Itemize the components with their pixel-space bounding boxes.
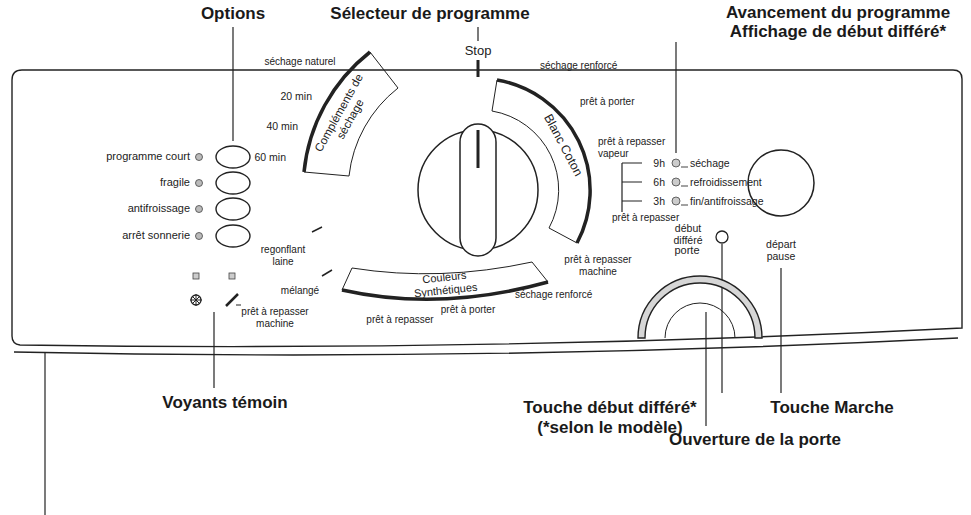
panel-lip [14,338,958,355]
leader-line [232,27,233,141]
dial-position: prêt à repasser [366,314,433,326]
dial-position: prêt à repasser machine [560,254,636,277]
dial-tick [312,227,322,232]
dial-position: séchage renforcé [540,60,617,72]
indicator-lights [190,273,241,306]
program-dial [304,52,590,299]
callout-title: (*selon le modèle) [537,418,682,438]
led-tick [681,167,688,205]
option-button [216,172,250,194]
dial-position: prêt à repasser machine [237,306,313,329]
leader-line [780,268,781,393]
callout-title: Ouverture de la porte [669,430,841,450]
leader-line [721,244,722,393]
filter-icon [226,294,238,306]
leader-line [213,312,214,388]
option-label: arrêt sonnerie [122,229,190,242]
leader-line [705,312,706,426]
leader-line [44,352,45,515]
dial-position: séchage naturel [264,56,335,68]
dial-position: Stop [465,44,492,59]
button-label: début différé [663,222,713,246]
progress-step: 9h [653,157,665,169]
option-label: antifroissage [128,202,190,215]
dial-position: 40 min [266,120,298,132]
drum-icon [191,295,201,305]
delay-led [716,231,728,243]
panel-housing [12,70,962,355]
callout-title: Sélecteur de programme [330,4,529,24]
leader-line [477,27,478,41]
progress-led [672,159,680,167]
progress-step: séchage [690,157,730,169]
dial-position: prêt à repasser [612,212,679,224]
option-button [216,198,250,220]
dial-position: séchage renforcé [515,289,592,301]
leader-line [675,42,676,153]
program-group: Compléments de séchage [312,70,379,162]
led [196,233,203,240]
dial-position: regonflant laine [256,244,311,267]
button-label: départ pause [756,238,806,262]
dial-position: mélangé [281,285,319,297]
dial-position: prêt à porter [441,304,495,316]
dial-knob [460,124,496,256]
progress-led [672,197,680,205]
dial-pointer [477,130,480,168]
progress-display [622,150,814,243]
bracket [622,163,642,212]
progress-step: 3h [653,195,665,207]
dial-tick [322,270,332,276]
option-buttons [196,146,251,247]
dial-position: 60 min [254,151,286,163]
option-button [216,146,250,168]
dial-band [304,52,398,176]
option-label: fragile [160,176,190,189]
progress-led [672,178,680,186]
filter-icon [236,305,241,306]
progress-step: 6h [653,176,665,188]
led [196,180,203,187]
callout-title: Voyants témoin [162,393,287,413]
door-handle [638,276,762,338]
led [196,154,203,161]
dial-position: 20 min [280,90,312,102]
callout-title: Affichage de début différé* [730,22,946,42]
callout-title: Avancement du programme [726,3,950,23]
panel-outline [12,70,962,347]
progress-step: refroidissement [690,176,762,188]
callout-title: Touche Marche [770,398,893,418]
option-label: programme court [106,150,190,163]
door-handle [665,303,735,338]
progress-step: fin/antifroissage [690,195,764,207]
button-label: porte [674,244,699,257]
drum-icon [190,294,202,306]
door-release [638,276,762,338]
callout-title: Touche début différé* [523,398,696,418]
dial-position: prêt à porter [580,96,634,108]
dial-position: prêt à repasser vapeur [598,136,678,159]
option-button [216,225,250,247]
indicator-led [229,273,235,279]
indicator-led [193,273,199,279]
stop-tick [477,60,480,77]
led [196,206,203,213]
callout-title: Options [201,4,265,24]
